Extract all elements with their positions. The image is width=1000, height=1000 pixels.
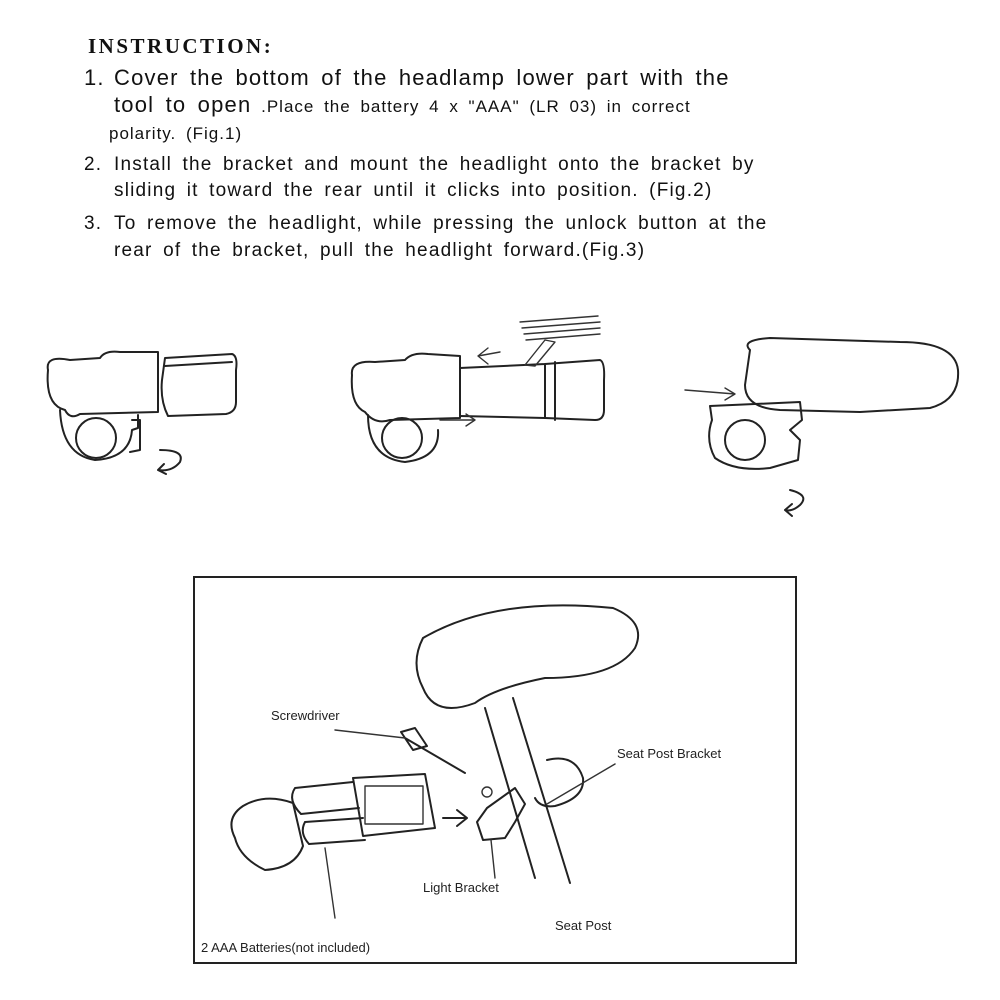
step-text-line: polarity. (Fig.1)	[109, 124, 243, 143]
step-number: 3.	[84, 213, 103, 234]
instruction-step-1: 1. Cover the bottom of the headlamp lower…	[84, 64, 914, 147]
saddle	[415, 604, 640, 709]
instruction-heading: INSTRUCTION:	[88, 34, 274, 58]
seat-post-bracket-strap	[534, 757, 585, 808]
figure-sketches	[0, 290, 1000, 530]
step-text-line: rear of the bracket, pull the headlight …	[114, 240, 646, 261]
screwdriver-shape	[400, 727, 466, 774]
aaa-battery-2	[301, 817, 366, 845]
step-text-line-small: .Place the battery 4 x "AAA" (LR 03) in …	[251, 97, 691, 116]
step-number: 1.	[84, 65, 105, 90]
label-seat-post-bracket: Seat Post Bracket	[617, 746, 722, 761]
battery-holder	[352, 773, 436, 837]
fig2-headlamp-mount	[350, 315, 606, 463]
fig1-headlamp-open	[46, 350, 238, 475]
fig3-headlamp-remove	[684, 337, 960, 517]
insert-arrow	[442, 809, 468, 827]
step-text-line: Install the bracket and mount the headli…	[114, 154, 755, 175]
step-number: 2.	[84, 154, 103, 175]
light-bracket	[476, 787, 526, 841]
instruction-step-3: 3. To remove the headlight, while pressin…	[84, 210, 914, 264]
mounting-diagram-svg	[230, 604, 640, 919]
step-text-line: To remove the headlight, while pressing …	[114, 213, 768, 234]
seat-post	[484, 697, 571, 884]
instruction-step-2: 2. Install the bracket and mount the head…	[84, 152, 914, 204]
mounting-diagram: Screwdriver Seat Post Bracket Light Brac…	[193, 576, 797, 964]
step-text-line: sliding it toward the rear until it clic…	[114, 180, 713, 201]
label-batteries: 2 AAA Batteries(not included)	[201, 940, 371, 955]
label-light-bracket: Light Bracket	[423, 880, 499, 895]
label-screwdriver: Screwdriver	[271, 708, 340, 723]
figure-sketches-svg	[46, 315, 960, 517]
step-text-line: tool to open	[114, 92, 252, 117]
headlamp-body	[230, 797, 304, 871]
label-seat-post: Seat Post	[555, 918, 612, 933]
step-text-line: Cover the bottom of the headlamp lower p…	[114, 65, 730, 90]
aaa-battery-1	[291, 781, 360, 815]
